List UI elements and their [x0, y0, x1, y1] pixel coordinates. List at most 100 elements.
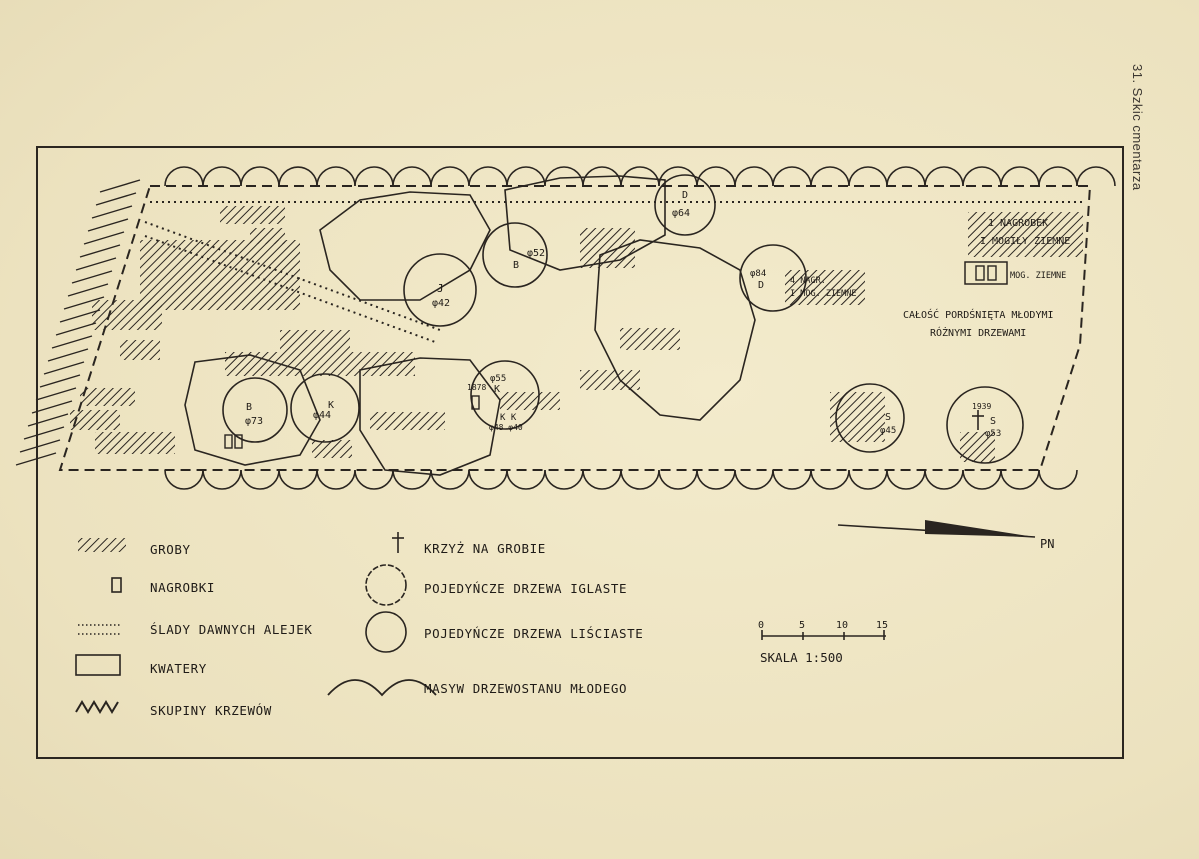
- tombstone-c: [224, 434, 233, 449]
- fence-hatch: [19, 439, 61, 453]
- young-tree-scallop: [1000, 469, 1040, 490]
- tombstone-d: [234, 434, 243, 449]
- fence-hatch: [15, 452, 57, 466]
- young-tree-scallop: [354, 469, 394, 490]
- tree-diameter: φ73: [245, 416, 263, 427]
- north-arrow: [837, 520, 1036, 538]
- young-tree-scallop: [924, 469, 964, 490]
- young-tree-scallop: [1038, 166, 1078, 187]
- legend-cross-label: KRZYŻ NA GROBIE: [424, 541, 546, 556]
- young-tree-scallop: [582, 469, 622, 490]
- legend-deciduous-icon: [365, 611, 407, 653]
- scale-bar: [761, 630, 886, 640]
- fence-hatch: [51, 335, 93, 349]
- tree-diameter: φ55: [490, 374, 506, 384]
- scale-tick-5: 5: [799, 620, 805, 631]
- young-tree-scallop: [810, 166, 850, 187]
- tree-diameter: φ84: [750, 269, 766, 279]
- tree-letter: S: [990, 416, 996, 427]
- young-tree-scallop: [392, 469, 432, 490]
- tree-diameter: φ52: [527, 248, 545, 259]
- tree-letter: B: [246, 402, 252, 413]
- fence-hatch: [67, 283, 109, 297]
- note-top-right-2: I MOGIŁY ZIEMNE: [980, 236, 1070, 247]
- young-tree-scallop: [164, 166, 204, 187]
- young-tree-scallop: [468, 166, 508, 187]
- tree-letter: K K: [500, 413, 517, 423]
- young-tree-scallop: [278, 469, 318, 490]
- young-tree-scallop: [1038, 469, 1078, 490]
- legend-tombstone-swatch: [111, 577, 122, 593]
- young-tree-scallop: [316, 469, 356, 490]
- fence-hatch: [79, 244, 121, 258]
- young-tree-scallop: [886, 469, 926, 490]
- map-frame: [36, 146, 1124, 759]
- scale-tick-15: 15: [876, 620, 888, 631]
- young-tree-scallop: [658, 166, 698, 187]
- fence-hatch: [31, 400, 73, 414]
- fence-hatch: [43, 361, 85, 375]
- tree-diameter: φ64: [672, 208, 690, 219]
- note-center-2: I MOG. ZIEMNE: [790, 289, 857, 299]
- tree-diameter: φ45: [880, 426, 896, 436]
- young-tree-scallop: [506, 469, 546, 490]
- tree-letter: J: [437, 282, 444, 295]
- tombstone-a: [975, 265, 985, 281]
- scale-tick-10: 10: [836, 620, 848, 631]
- legend-young-stand-icon: [327, 679, 437, 697]
- young-tree-scallop: [1076, 166, 1116, 187]
- tree-letter: S: [885, 412, 891, 423]
- tree-letter: K: [328, 400, 334, 411]
- tree-letter: K: [494, 384, 500, 395]
- single-trees: [222, 174, 1024, 464]
- young-tree-scallop: [658, 469, 698, 490]
- fence-hatch: [63, 296, 105, 310]
- note-graves: MOG. ZIEMNE: [1010, 271, 1066, 281]
- legend-conifers-label: POJEDYŃCZE DRZEWA IGLASTE: [424, 581, 628, 596]
- young-stand-masses: [184, 175, 756, 476]
- page-caption: 31. Szkic cmentarza: [1130, 64, 1145, 191]
- young-tree-scallop: [354, 166, 394, 187]
- note-overgrown-1: CAŁOŚĆ PORDŚNIĘTA MŁODYMI: [903, 308, 1054, 321]
- young-tree-scallop: [240, 469, 280, 490]
- fence-hatch: [87, 218, 129, 232]
- tree-diameter: φ48 φ40: [489, 423, 523, 432]
- young-tree-scallop: [962, 469, 1002, 490]
- young-tree-scallop: [620, 469, 660, 490]
- young-tree-scallop: [202, 166, 242, 187]
- legend-old-alleys-label: ŚLADY DAWNYCH ALEJEK: [150, 622, 313, 637]
- legend-shrub-icon: [75, 700, 119, 714]
- young-tree-scallop: [696, 166, 736, 187]
- young-tree-scallop: [886, 166, 926, 187]
- young-tree-scallop: [810, 469, 850, 490]
- legend-conifer-icon: [365, 564, 407, 606]
- legend-quarters-swatch: [75, 654, 121, 676]
- tombstone-b: [987, 265, 997, 281]
- young-tree-scallop: [962, 166, 1002, 187]
- young-tree-scallop: [544, 166, 584, 187]
- tree-diameter: φ44: [313, 410, 331, 421]
- fence-hatch: [99, 179, 141, 193]
- note-overgrown-2: RÓŻNYMI DRZEWAMI: [930, 326, 1026, 339]
- cross-icon: [972, 410, 984, 430]
- tree-letter: D: [758, 280, 764, 291]
- young-tree-scallop: [924, 166, 964, 187]
- legend-deciduous-label: POJEDYŃCZE DRZEWA LIŚCIASTE: [424, 626, 644, 641]
- young-tree-scallop: [430, 166, 470, 187]
- note-top-right-1: 1 NAGROBEK: [988, 218, 1048, 229]
- young-tree-scallop: [468, 469, 508, 490]
- young-tree-scallop: [582, 166, 622, 187]
- fence-hatch: [39, 374, 81, 388]
- young-tree-scallop: [506, 166, 546, 187]
- fence-hatch: [55, 322, 97, 336]
- young-tree-scallop: [772, 166, 812, 187]
- fence-hatch: [71, 270, 113, 284]
- legend-quarters-label: KWATERY: [150, 661, 207, 676]
- fence-hatch: [27, 413, 69, 427]
- tree-diameter: φ53: [985, 429, 1001, 439]
- legend-shrubs-label: SKUPINY KRZEWÓW: [150, 703, 272, 718]
- scale-label: SKALA 1:500: [760, 650, 843, 665]
- tree-letter: D: [682, 190, 688, 201]
